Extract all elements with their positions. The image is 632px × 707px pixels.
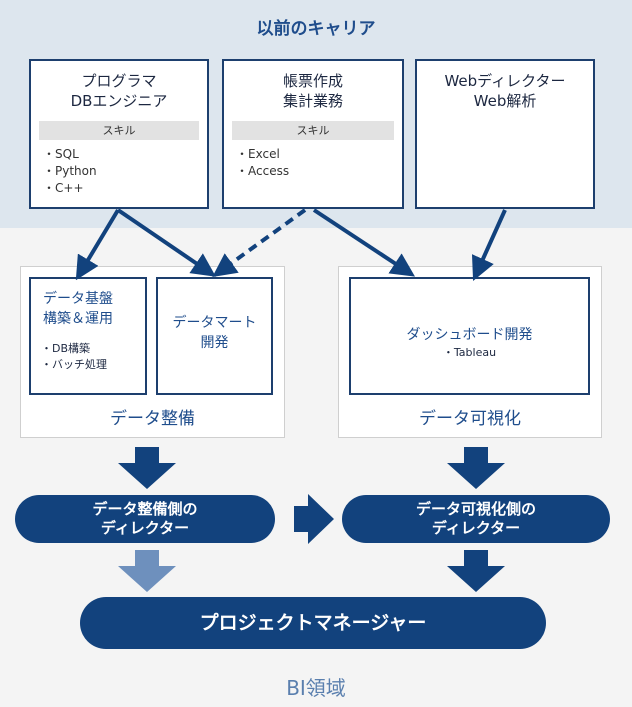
skill-item: Python bbox=[43, 163, 207, 180]
prep-director-pill: データ整備側の ディレクター bbox=[15, 495, 275, 543]
past-career-title: 以前のキャリア bbox=[256, 19, 376, 39]
bi-domain-label: BI領域 bbox=[286, 676, 346, 700]
career-title: Webディレクター Web解析 bbox=[444, 72, 566, 110]
career-card-reporting: 帳票作成 集計業務 スキル Excel Access bbox=[222, 59, 404, 209]
right-arrow-prep-to-viz bbox=[294, 494, 334, 544]
skill-item: SQL bbox=[43, 146, 207, 163]
skill-item: Excel bbox=[236, 146, 402, 163]
career-title: プログラマ DBエンジニア bbox=[70, 72, 168, 110]
flow-arrow-programmer-infra bbox=[75, 208, 120, 281]
data-infra-list: DB構築 バッチ処理 bbox=[41, 341, 145, 373]
skill-list: Excel Access bbox=[236, 146, 402, 180]
down-arrow-prep bbox=[118, 447, 176, 489]
career-card-programmer: プログラマ DBエンジニア スキル SQL Python C++ bbox=[29, 59, 209, 209]
skill-list: SQL Python C++ bbox=[43, 146, 207, 197]
down-arrow-viz bbox=[447, 447, 505, 489]
viz-director-text: データ可視化側の ディレクター bbox=[415, 500, 536, 537]
dashboard-list: Tableau bbox=[351, 345, 588, 361]
down-arrow-prep-to-pm bbox=[118, 550, 176, 592]
skill-item: C++ bbox=[43, 180, 207, 197]
career-title: 帳票作成 集計業務 bbox=[282, 72, 343, 110]
data-mart-box: データマート 開発 bbox=[156, 277, 273, 395]
project-manager-pill: プロジェクトマネージャー bbox=[80, 597, 546, 649]
skill-item: Access bbox=[236, 163, 402, 180]
prep-director-text: データ整備側の ディレクター bbox=[92, 500, 198, 537]
data-infra-item: DB構築 bbox=[41, 341, 145, 357]
skill-label: スキル bbox=[39, 121, 199, 140]
down-arrow-viz-to-pm bbox=[447, 550, 505, 592]
data-infra-item: バッチ処理 bbox=[41, 357, 145, 373]
data-viz-label: データ可視化 bbox=[419, 409, 521, 429]
dashboard-item: Tableau bbox=[351, 345, 588, 361]
career-card-web-director: Webディレクター Web解析 bbox=[415, 59, 595, 209]
flow-arrow-reporting-dashboard bbox=[312, 208, 416, 277]
dashboard-title: ダッシュボード開発 bbox=[406, 327, 533, 343]
data-infra-box: データ基盤 構築＆運用 DB構築 バッチ処理 bbox=[29, 277, 147, 395]
flow-arrow-programmer-mart bbox=[116, 208, 216, 277]
data-mart-title: データマート 開発 bbox=[172, 315, 257, 351]
data-infra-title: データ基盤 構築＆運用 bbox=[43, 291, 113, 327]
skill-label: スキル bbox=[232, 121, 394, 140]
viz-director-pill: データ可視化側の ディレクター bbox=[342, 495, 610, 543]
project-manager-text: プロジェクトマネージャー bbox=[199, 612, 427, 634]
flow-arrow-reporting-mart bbox=[212, 208, 307, 278]
dashboard-box: ダッシュボード開発 Tableau bbox=[349, 277, 590, 395]
data-prep-label: データ整備 bbox=[110, 409, 195, 429]
flow-arrow-web-dashboard bbox=[471, 209, 507, 281]
